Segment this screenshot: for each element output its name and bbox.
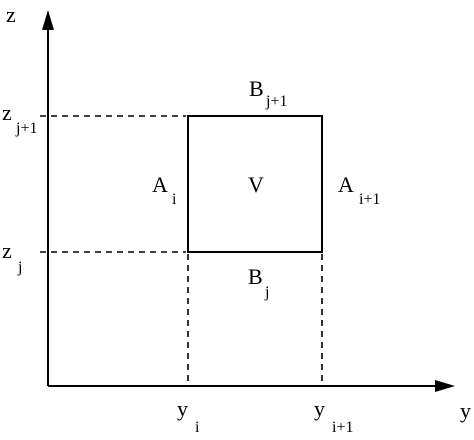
z-j1-sub: j+1 <box>15 120 37 137</box>
z-j-label: z j <box>2 238 22 276</box>
face-a-i-sub: i <box>172 191 177 208</box>
y-i1-base: y <box>314 396 325 421</box>
z-j1-base: z <box>2 100 12 125</box>
face-b-j-sub: j <box>264 284 269 301</box>
y-i1-sub: i+1 <box>332 419 353 436</box>
face-a-i1-base: A <box>338 172 354 197</box>
z-j1-label: z j+1 <box>2 100 37 137</box>
face-b-j1-base: B <box>249 76 264 101</box>
face-a-i-base: A <box>152 172 168 197</box>
y-i-sub: i <box>195 419 200 436</box>
control-volume-cell <box>187 115 323 253</box>
face-b-j-base: B <box>248 264 263 289</box>
axes <box>47 24 440 387</box>
volume-label: V <box>248 172 264 197</box>
face-b-j-label: B j <box>248 264 269 301</box>
z-axis-label: z <box>6 2 16 27</box>
face-a-i-label: A i <box>152 172 177 208</box>
y-i1-label: y i+1 <box>314 396 353 436</box>
z-j-base: z <box>2 238 12 263</box>
z-j-sub: j <box>17 259 22 276</box>
face-b-j1-sub: j+1 <box>265 93 287 110</box>
y-axis-arrowhead <box>435 380 455 392</box>
y-i-base: y <box>177 396 188 421</box>
face-b-j1-label: B j+1 <box>249 76 287 110</box>
projection-lines <box>40 115 323 386</box>
y-i-label: y i <box>177 396 200 436</box>
y-axis-label: y <box>460 398 471 423</box>
face-a-i1-label: A i+1 <box>338 172 380 208</box>
z-axis-arrowhead <box>42 10 54 30</box>
face-a-i1-sub: i+1 <box>359 191 380 208</box>
